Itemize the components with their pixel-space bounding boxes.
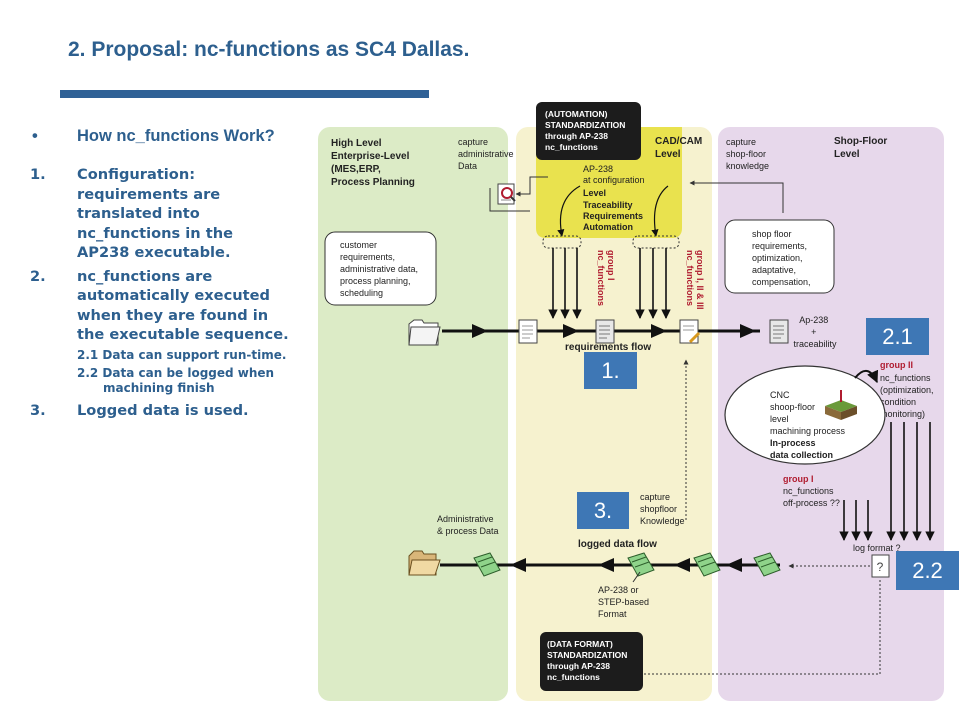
callout-3: 3.	[577, 492, 629, 529]
curved-arrow-left	[557, 185, 581, 237]
capture-admin-magnifier-icon	[497, 183, 516, 205]
capture-shopfloor-knowledge-label: capture shop-floor knowledge	[726, 137, 769, 171]
admin-process-data-label: Administrative & process Data	[437, 514, 499, 536]
bullet-dot-icon: •	[32, 127, 38, 145]
capture-admin-label: capture administrative Data	[458, 137, 516, 171]
list-line: nc_functions are	[77, 267, 213, 285]
group2-description: nc_functions (optimization, condition mo…	[880, 373, 936, 419]
step-format-text: AP-238 or STEP-based Format	[598, 585, 652, 619]
bullet-main: • How nc_functions Work?	[30, 126, 315, 147]
list-line: the executable sequence.	[77, 326, 289, 343]
sub-item-2-2-cont: machining finish	[103, 381, 215, 395]
sub-item-2-1: 2.1 Data can support run-time.	[77, 347, 287, 362]
curved-arrow-right	[651, 185, 669, 237]
data-sheet-icon	[627, 552, 655, 577]
list-line: Logged data is used.	[77, 402, 249, 419]
list-number: 3.	[30, 402, 46, 419]
requirements-flow-label: requirements flow	[565, 342, 651, 353]
customer-requirements-box	[324, 231, 437, 306]
document-icon	[595, 319, 615, 344]
shopfloor-lane-title: Shop-Floor Level	[834, 136, 890, 160]
requirements-flow-arrowheads	[472, 324, 756, 338]
list-number: 2.	[30, 267, 46, 285]
shopfloor-knowledge-arrow	[689, 180, 784, 213]
step-format-pointer	[632, 571, 641, 583]
data-format-box	[540, 632, 643, 691]
list-line: Configuration:	[77, 166, 196, 183]
group1-arrows	[839, 500, 873, 541]
logged-flow-arrowheads	[510, 558, 742, 572]
bullet-list: • How nc_functions Work? 1. Configuratio…	[30, 126, 315, 421]
list-line: automatically executed	[77, 287, 270, 304]
list-item-1: 1. Configuration: requirements are trans…	[30, 165, 315, 263]
list-item-3: 3. Logged data is used.	[30, 401, 315, 421]
workpiece-icon	[825, 390, 857, 420]
data-sheet-icon	[473, 552, 501, 577]
callout-2-1: 2.1	[866, 318, 929, 355]
log-format-document-icon: ?	[871, 554, 890, 578]
cnc-curved-arrow	[854, 369, 879, 384]
nc-group123-vertical-label: nc_functions group I, II & III	[685, 250, 705, 310]
list-line: requirements are	[77, 185, 221, 203]
group2-label: group II	[880, 360, 913, 370]
group1-description: nc_functions off-process ??	[783, 486, 840, 508]
ap238-config-text: AP-238 at configuration Level Traceabili…	[583, 164, 647, 232]
logged-data-flow-label: logged data flow	[578, 539, 657, 550]
capture-admin-arrow	[515, 176, 548, 197]
automation-box	[536, 102, 641, 160]
nc-group1-vertical-label: nc_functions group I	[596, 250, 616, 309]
callout-2-2: 2.2	[896, 551, 959, 590]
nc-group-arrows	[548, 248, 671, 319]
callout-1: 1.	[584, 352, 637, 389]
page-title: 2. Proposal: nc-functions as SC4 Dallas.	[68, 38, 470, 61]
bullet-main-text: How nc_functions Work?	[77, 127, 275, 145]
shopfloor-requirements-box	[724, 219, 835, 294]
list-line: AP238 executable.	[77, 244, 231, 261]
shopfloor-requirements-text: shop floor requirements, optimization, a…	[752, 229, 811, 287]
data-format-box-text: (DATA FORMAT) STANDARDIZATION through AP…	[547, 639, 630, 682]
nc-dashed-group-left	[542, 235, 582, 249]
log-format-to-data-format-line	[643, 580, 881, 675]
cadcam-lane-title: CAD/CAM Level	[655, 136, 705, 160]
data-sheet-icon	[753, 552, 781, 577]
document-icon	[518, 319, 538, 344]
data-sheet-icon	[693, 552, 721, 577]
ap238-traceability-text: Ap-238 + traceability	[793, 315, 837, 349]
group2-arrows	[886, 422, 935, 541]
capture-admin-bracket	[489, 188, 530, 212]
folder-icon	[408, 319, 441, 346]
signed-document-icon	[679, 319, 701, 344]
cnc-process-ellipse	[724, 365, 886, 465]
list-item-2: 2. nc_functions are automatically execut…	[30, 267, 315, 345]
group1-label: group I	[783, 474, 814, 484]
logged-data-icons	[473, 552, 781, 577]
svg-text:?: ?	[877, 560, 884, 574]
sub-item-2-2: 2.2 Data can be logged when	[77, 366, 275, 380]
list-number: 1.	[30, 166, 46, 183]
title-underline	[60, 90, 429, 98]
cnc-process-text: CNC shoop-floor level machining process …	[770, 390, 848, 460]
list-line: translated into	[77, 205, 200, 222]
document-icon	[769, 319, 789, 344]
customer-requirements-text: customer requirements, administrative da…	[340, 240, 421, 298]
log-format-label: log format ?	[853, 543, 901, 553]
automation-box-text: (AUTOMATION) STANDARDIZATION through AP-…	[545, 109, 628, 152]
nc-dashed-group-right	[632, 235, 680, 249]
enterprise-lane	[318, 127, 508, 701]
list-line: when they are found in	[77, 306, 269, 324]
list-line: nc_functions in the	[77, 224, 234, 242]
open-folder-icon	[408, 550, 441, 576]
capture-shopfloor-label: capture shopfloor Knowledge	[640, 492, 685, 526]
enterprise-lane-title: High Level Enterprise-Level (MES,ERP, Pr…	[331, 138, 415, 188]
